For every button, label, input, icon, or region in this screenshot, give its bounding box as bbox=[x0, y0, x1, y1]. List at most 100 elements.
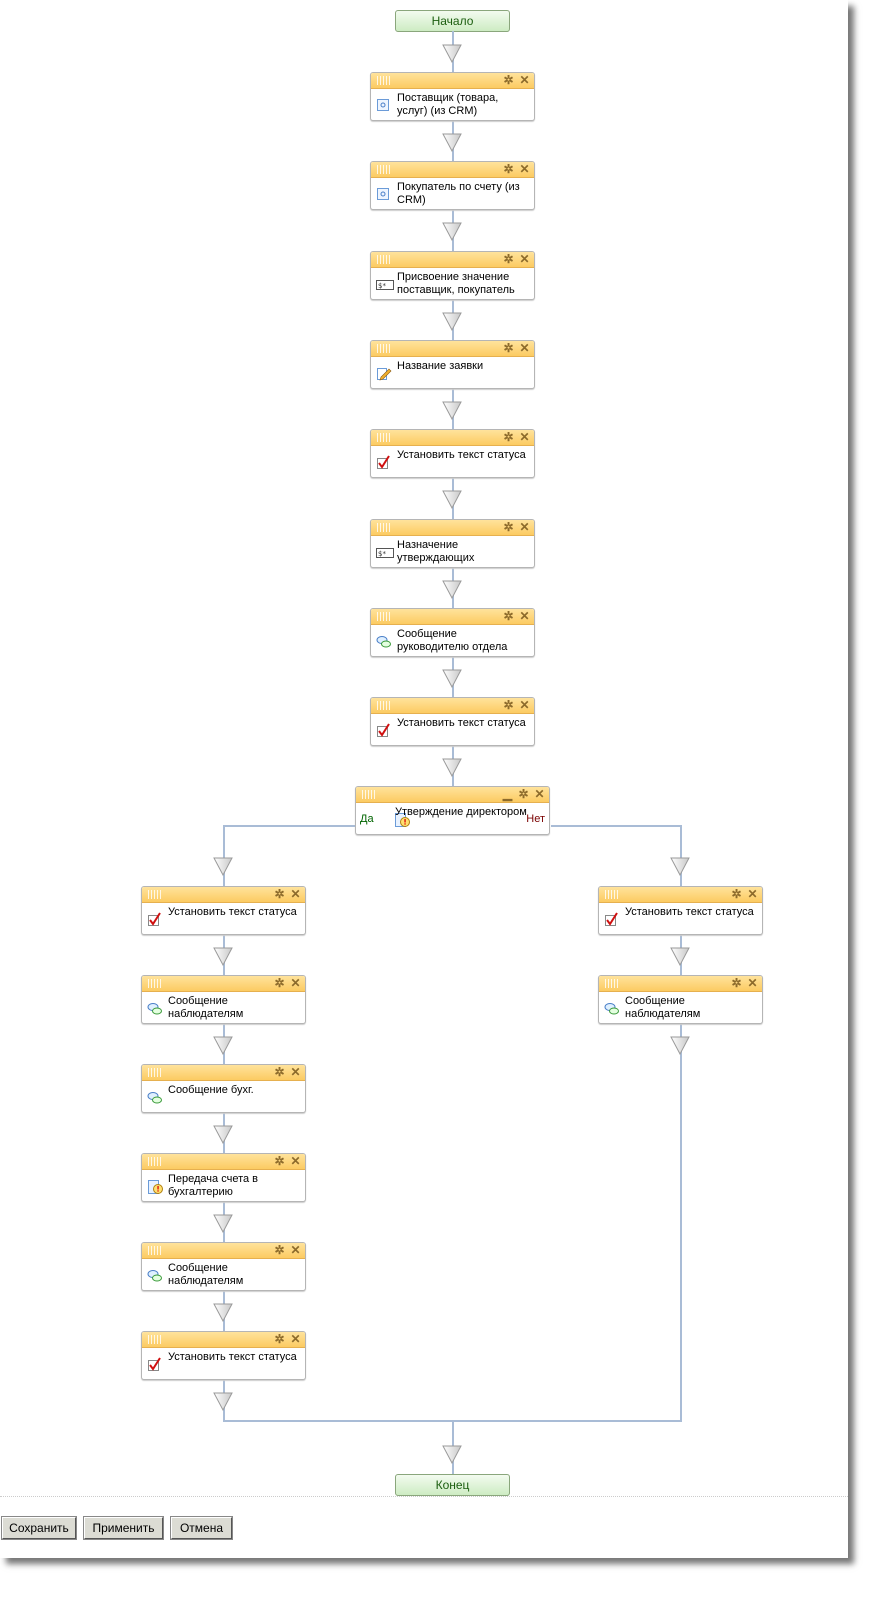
activity-block[interactable]: ✕✲Установить текст статуса bbox=[370, 429, 535, 478]
drag-handle-icon[interactable] bbox=[148, 1246, 162, 1255]
insert-point-arrow[interactable] bbox=[442, 757, 462, 778]
drag-handle-icon[interactable] bbox=[377, 165, 391, 174]
block-header[interactable]: ✕✲ bbox=[371, 341, 534, 357]
activity-block[interactable]: ✕✲Сообщение руководителю отдела bbox=[370, 608, 535, 657]
start-node[interactable]: Начало bbox=[395, 10, 510, 32]
insert-point-arrow[interactable] bbox=[442, 221, 462, 242]
close-icon[interactable]: ✕ bbox=[534, 787, 545, 801]
gear-icon[interactable]: ✲ bbox=[503, 698, 514, 712]
gear-icon[interactable]: ✲ bbox=[274, 1154, 285, 1168]
drag-handle-icon[interactable] bbox=[605, 890, 619, 899]
insert-point-arrow[interactable] bbox=[213, 1213, 233, 1234]
drag-handle-icon[interactable] bbox=[377, 433, 391, 442]
gear-icon[interactable]: ✲ bbox=[274, 1332, 285, 1346]
cancel-button[interactable]: Отмена bbox=[170, 1516, 233, 1540]
gear-icon[interactable]: ✲ bbox=[274, 887, 285, 901]
gear-icon[interactable]: ✲ bbox=[274, 976, 285, 990]
close-icon[interactable]: ✕ bbox=[290, 1332, 301, 1346]
gear-icon[interactable]: ✲ bbox=[503, 341, 514, 355]
activity-block[interactable]: ✕✲$*Присвоение значение поставщик, покуп… bbox=[370, 251, 535, 300]
activity-block[interactable]: ✕✲Покупатель по счету (из CRM) bbox=[370, 161, 535, 210]
activity-block[interactable]: ✕✲Установить текст статуса bbox=[141, 886, 306, 935]
gear-icon[interactable]: ✲ bbox=[731, 887, 742, 901]
block-header[interactable]: ✕✲ bbox=[371, 73, 534, 89]
close-icon[interactable]: ✕ bbox=[519, 162, 530, 176]
block-header[interactable]: ✕✲ bbox=[142, 1332, 305, 1348]
block-header[interactable]: ✕✲ bbox=[142, 1154, 305, 1170]
block-header[interactable]: ✕✲ bbox=[371, 430, 534, 446]
collapse-icon[interactable]: ▁ bbox=[502, 787, 513, 801]
close-icon[interactable]: ✕ bbox=[519, 341, 530, 355]
close-icon[interactable]: ✕ bbox=[519, 698, 530, 712]
gear-icon[interactable]: ✲ bbox=[731, 976, 742, 990]
gear-icon[interactable]: ✲ bbox=[518, 787, 529, 801]
close-icon[interactable]: ✕ bbox=[290, 976, 301, 990]
activity-block[interactable]: ✕✲Поставщик (товара, услуг) (из CRM) bbox=[370, 72, 535, 121]
block-header[interactable]: ✕✲ bbox=[371, 162, 534, 178]
drag-handle-icon[interactable] bbox=[148, 1157, 162, 1166]
activity-block[interactable]: ✕✲Передача счета в бухгалтерию bbox=[141, 1153, 306, 1202]
activity-block[interactable]: ✕✲Сообщение наблюдателям bbox=[598, 975, 763, 1024]
drag-handle-icon[interactable] bbox=[377, 523, 391, 532]
block-header[interactable]: ✕✲ bbox=[371, 609, 534, 625]
drag-handle-icon[interactable] bbox=[362, 790, 376, 799]
insert-point-arrow[interactable] bbox=[442, 1444, 462, 1465]
close-icon[interactable]: ✕ bbox=[290, 1243, 301, 1257]
insert-point-arrow[interactable] bbox=[442, 489, 462, 510]
gear-icon[interactable]: ✲ bbox=[503, 162, 514, 176]
block-header[interactable]: ✕✲ bbox=[371, 698, 534, 714]
drag-handle-icon[interactable] bbox=[148, 1335, 162, 1344]
activity-block[interactable]: ✕✲Установить текст статуса bbox=[141, 1331, 306, 1380]
activity-block[interactable]: ✕✲Установить текст статуса bbox=[370, 697, 535, 746]
drag-handle-icon[interactable] bbox=[377, 344, 391, 353]
drag-handle-icon[interactable] bbox=[377, 255, 391, 264]
insert-point-arrow[interactable] bbox=[213, 1124, 233, 1145]
drag-handle-icon[interactable] bbox=[377, 701, 391, 710]
end-node[interactable]: Конец bbox=[395, 1474, 510, 1496]
gear-icon[interactable]: ✲ bbox=[503, 73, 514, 87]
insert-point-arrow[interactable] bbox=[213, 946, 233, 967]
insert-point-arrow[interactable] bbox=[213, 1302, 233, 1323]
insert-point-arrow[interactable] bbox=[670, 1035, 690, 1056]
block-header[interactable]: ✕✲ bbox=[142, 1243, 305, 1259]
gear-icon[interactable]: ✲ bbox=[274, 1243, 285, 1257]
insert-point-arrow[interactable] bbox=[213, 1035, 233, 1056]
block-header[interactable]: ✕✲ bbox=[599, 887, 762, 903]
block-header[interactable]: ✕✲ bbox=[142, 976, 305, 992]
close-icon[interactable]: ✕ bbox=[290, 1065, 301, 1079]
drag-handle-icon[interactable] bbox=[377, 76, 391, 85]
close-icon[interactable]: ✕ bbox=[747, 887, 758, 901]
drag-handle-icon[interactable] bbox=[605, 979, 619, 988]
block-header[interactable]: ✕✲ bbox=[142, 887, 305, 903]
insert-point-arrow[interactable] bbox=[213, 1391, 233, 1412]
activity-block[interactable]: ✕✲Название заявки bbox=[370, 340, 535, 389]
gear-icon[interactable]: ✲ bbox=[503, 609, 514, 623]
insert-point-arrow[interactable] bbox=[670, 856, 690, 877]
block-header[interactable]: ✕✲ bbox=[371, 252, 534, 268]
close-icon[interactable]: ✕ bbox=[519, 73, 530, 87]
insert-point-arrow[interactable] bbox=[442, 579, 462, 600]
insert-point-arrow[interactable] bbox=[213, 856, 233, 877]
block-header[interactable]: ✕ ✲ ▁ bbox=[356, 787, 549, 803]
close-icon[interactable]: ✕ bbox=[747, 976, 758, 990]
activity-block[interactable]: ✕✲$*Назначение утверждающих bbox=[370, 519, 535, 568]
block-header[interactable]: ✕✲ bbox=[371, 520, 534, 536]
activity-block[interactable]: ✕✲Установить текст статуса bbox=[598, 886, 763, 935]
close-icon[interactable]: ✕ bbox=[290, 887, 301, 901]
close-icon[interactable]: ✕ bbox=[519, 520, 530, 534]
drag-handle-icon[interactable] bbox=[377, 612, 391, 621]
insert-point-arrow[interactable] bbox=[670, 946, 690, 967]
drag-handle-icon[interactable] bbox=[148, 890, 162, 899]
block-header[interactable]: ✕✲ bbox=[599, 976, 762, 992]
close-icon[interactable]: ✕ bbox=[519, 252, 530, 266]
gear-icon[interactable]: ✲ bbox=[503, 430, 514, 444]
close-icon[interactable]: ✕ bbox=[519, 430, 530, 444]
insert-point-arrow[interactable] bbox=[442, 132, 462, 153]
gear-icon[interactable]: ✲ bbox=[503, 252, 514, 266]
block-header[interactable]: ✕✲ bbox=[142, 1065, 305, 1081]
close-icon[interactable]: ✕ bbox=[519, 609, 530, 623]
gear-icon[interactable]: ✲ bbox=[274, 1065, 285, 1079]
activity-block[interactable]: ✕✲Сообщение наблюдателям bbox=[141, 975, 306, 1024]
activity-block[interactable]: ✕✲Сообщение наблюдателям bbox=[141, 1242, 306, 1291]
